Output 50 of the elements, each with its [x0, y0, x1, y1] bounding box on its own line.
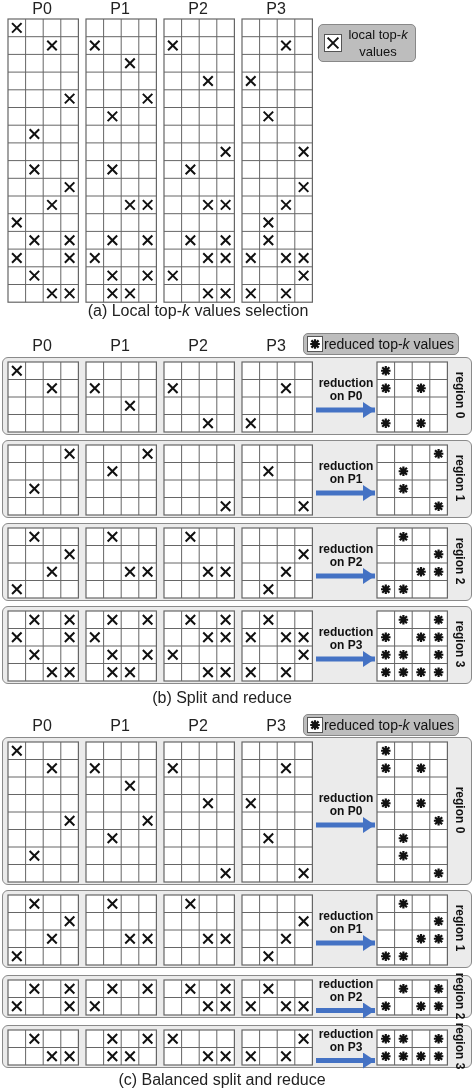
edge-label: reduction on P1 — [317, 460, 375, 486]
region-panel — [2, 890, 472, 968]
legend-text: local top-k values — [347, 26, 409, 60]
region-panel — [2, 1025, 472, 1068]
result-grid — [375, 526, 448, 599]
edge-label: reduction on P0 — [317, 792, 375, 818]
region-panel — [2, 737, 472, 885]
edge-label: reduction on P3 — [317, 1027, 375, 1054]
region-label: region 1 — [453, 904, 467, 952]
edge-label: reduction on P0 — [317, 377, 375, 403]
column-heading: P1 — [110, 337, 130, 355]
result-grid — [375, 443, 448, 516]
region-label: region 0 — [453, 371, 467, 419]
column-heading: P2 — [188, 717, 208, 735]
region-panel — [2, 606, 472, 684]
column-heading: P0 — [32, 0, 52, 18]
result-grid — [375, 893, 448, 966]
edge-label: reduction on P1 — [317, 910, 375, 936]
column-heading: P2 — [188, 0, 208, 18]
region-label: region 3 — [453, 1021, 467, 1070]
region-panel — [2, 975, 472, 1018]
column-heading: P0 — [32, 717, 52, 735]
result-grid — [375, 609, 448, 682]
result-grid — [375, 740, 448, 883]
region-label: region 0 — [453, 786, 467, 834]
caption: (a) Local top-k values selection — [87, 302, 309, 320]
result-grid — [375, 1028, 448, 1066]
legend-text: reduced top-k values — [324, 335, 454, 353]
edge-label: reduction on P2 — [317, 977, 375, 1004]
column-heading: P3 — [266, 0, 286, 18]
region-label: region 3 — [453, 620, 467, 668]
result-grid — [375, 978, 448, 1016]
column-heading: P2 — [188, 337, 208, 355]
caption: (b) Split and reduce — [152, 689, 292, 707]
caption: (c) Balanced split and reduce — [118, 1071, 326, 1089]
region-panel — [2, 357, 472, 435]
legend-text: reduced top-k values — [324, 716, 454, 734]
column-heading: P0 — [32, 337, 52, 355]
edge-label: reduction on P2 — [317, 543, 375, 569]
column-heading: P1 — [110, 0, 130, 18]
column-heading: P1 — [110, 717, 130, 735]
column-heading: P3 — [266, 717, 286, 735]
region-label: region 2 — [453, 971, 467, 1020]
region-label: region 1 — [453, 454, 467, 502]
region-panel — [2, 523, 472, 601]
region-panel — [2, 440, 472, 518]
edge-label: reduction on P3 — [317, 626, 375, 652]
region-label: region 2 — [453, 537, 467, 585]
column-heading: P3 — [266, 337, 286, 355]
result-grid — [375, 360, 448, 433]
